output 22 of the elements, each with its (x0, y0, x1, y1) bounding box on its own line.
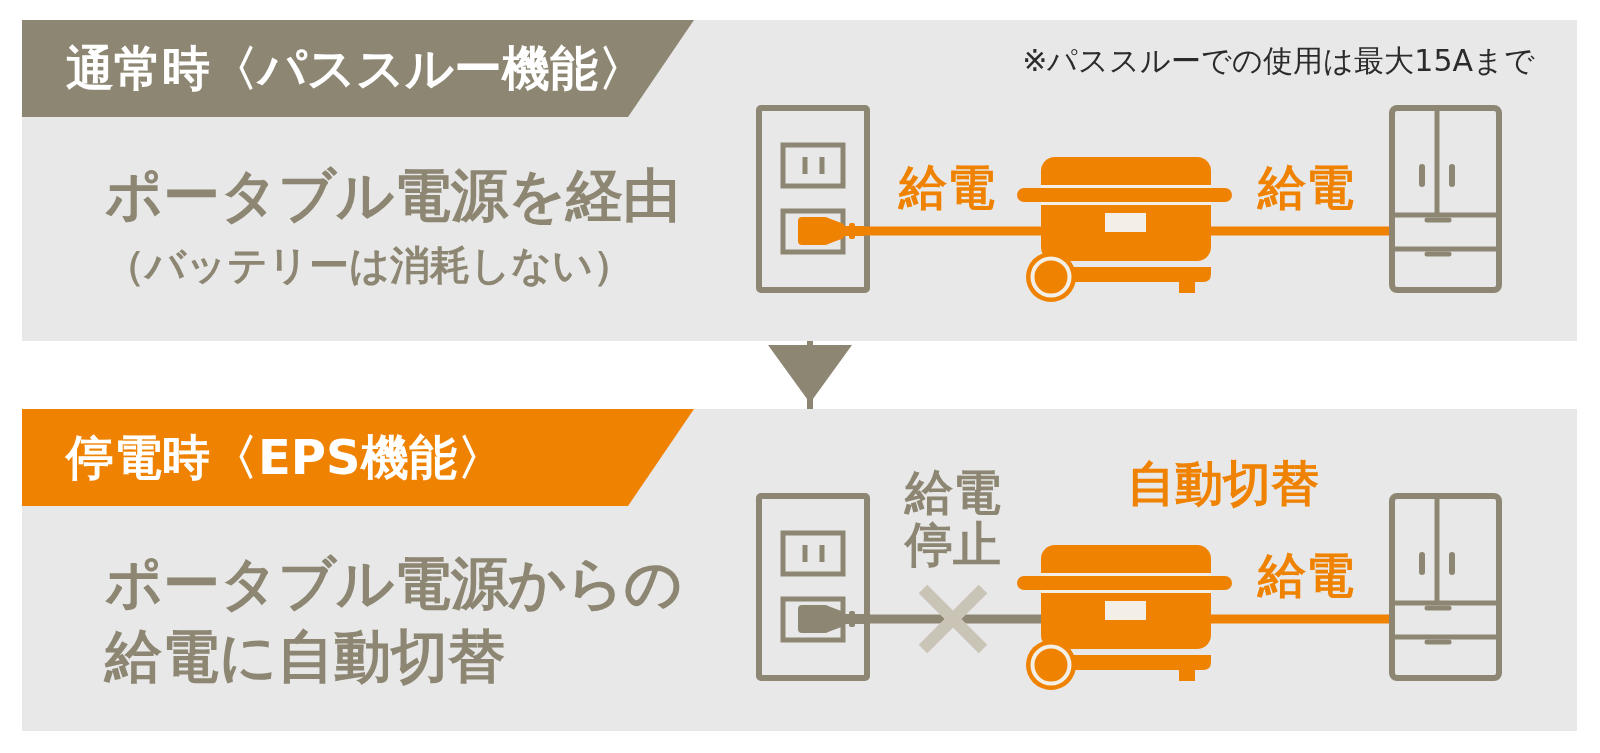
subtext: （バッテリーは消耗しない） (105, 241, 633, 290)
power-cable (1211, 226, 1389, 236)
arrow (768, 341, 852, 409)
edge-label: 給電 (1258, 547, 1354, 603)
edge-label: 給電 (899, 159, 995, 215)
refrigerator-icon (1389, 493, 1502, 681)
description-text: ポータブル電源からの給電に自動切替 (105, 549, 683, 691)
edge-label: 給電 (1258, 159, 1354, 215)
panel (22, 20, 1577, 341)
edge-label: 給電停止 (905, 466, 1002, 570)
caption-text: 自動切替 (1127, 455, 1319, 511)
description-text: ポータブル電源を経由 (105, 161, 680, 230)
section-heading: 通常時〈パススルー機能〉 (22, 20, 694, 117)
wall-outlet-icon (756, 493, 870, 681)
power-station-icon (1017, 157, 1232, 302)
wall-outlet-icon (756, 105, 870, 293)
footnote-text: ※パススルーでの使用は最大15Aまで (1022, 43, 1535, 79)
section-heading: 停電時〈EPS機能〉 (22, 409, 694, 506)
power-station-icon (1017, 545, 1232, 690)
panel (22, 409, 1577, 731)
power-cable (1211, 614, 1389, 624)
refrigerator-icon (1389, 105, 1502, 293)
